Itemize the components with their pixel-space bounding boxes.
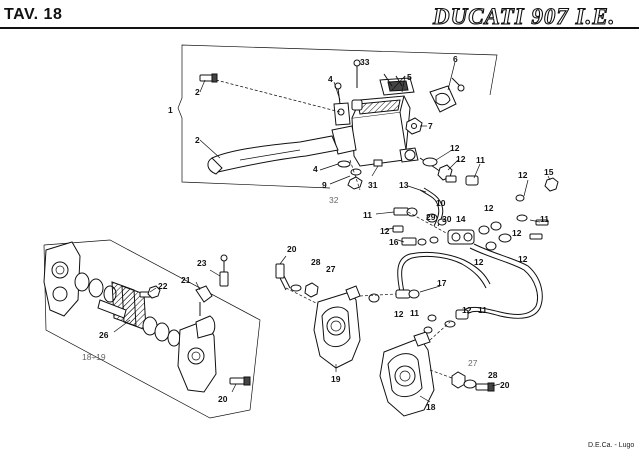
callout-11-right: 11 bbox=[540, 214, 549, 224]
callout-20-right: 20 bbox=[500, 380, 510, 390]
callout-11-top: 11 bbox=[476, 155, 485, 165]
callout-11-left: 11 bbox=[363, 210, 372, 220]
callout-5: 5 bbox=[407, 72, 412, 82]
callout-31: 31 bbox=[368, 180, 378, 190]
nut-7 bbox=[405, 117, 423, 135]
callout-21: 21 bbox=[181, 275, 191, 285]
callout-20-rear: 20 bbox=[218, 394, 228, 404]
callout-14: 14 bbox=[456, 214, 466, 224]
callout-10: 10 bbox=[436, 198, 446, 208]
callout-11-low: 11 bbox=[478, 305, 487, 315]
hose-union-block bbox=[392, 177, 559, 251]
callout-4-bottom: 4 bbox=[313, 164, 318, 174]
callout-2-lever: 2 bbox=[195, 135, 200, 145]
callout-30: 30 bbox=[442, 214, 452, 224]
callout-12-c: 12 bbox=[518, 170, 528, 180]
callout-23: 23 bbox=[197, 258, 207, 268]
brake-hoses-17 bbox=[395, 243, 543, 328]
callout-18: 18 bbox=[426, 402, 436, 412]
callout-12-a: 12 bbox=[450, 143, 460, 153]
callout-32: 32 bbox=[329, 195, 339, 205]
callout-12-e: 12 bbox=[484, 203, 494, 213]
leader-lines bbox=[113, 61, 551, 403]
callout-12-j: 12 bbox=[462, 305, 472, 315]
callout-6: 6 bbox=[453, 54, 458, 64]
callout-27-right: 27 bbox=[468, 358, 478, 368]
pivot-hardware bbox=[334, 82, 383, 191]
assembly-bracket-1 bbox=[177, 44, 498, 189]
handlebar-clamp bbox=[429, 77, 465, 113]
brake-lever bbox=[199, 73, 341, 175]
credit-footer: D.E.Ca. - Lugo bbox=[588, 442, 635, 449]
callout-12-f: 12 bbox=[512, 228, 522, 238]
callout-12-h: 12 bbox=[518, 254, 528, 264]
mounting-bolts-18 bbox=[429, 369, 495, 392]
callout-1: 1 bbox=[168, 105, 173, 115]
callout-28-right: 28 bbox=[488, 370, 498, 380]
callout-22: 22 bbox=[158, 281, 168, 291]
master-cylinder bbox=[331, 59, 419, 167]
callout-2-bolt: 2 bbox=[195, 87, 200, 97]
front-brake-hose bbox=[419, 157, 479, 227]
header-rule bbox=[0, 27, 639, 29]
callout-9: 9 bbox=[322, 180, 327, 190]
caliper-18 bbox=[379, 314, 451, 417]
callout-19: 19 bbox=[331, 374, 341, 384]
callout-29: 29 bbox=[426, 212, 436, 222]
callout-12-d: 12 bbox=[380, 226, 390, 236]
callout-26: 26 bbox=[99, 330, 109, 340]
mounting-bolts-19 bbox=[275, 263, 319, 305]
caliper-19 bbox=[313, 285, 397, 369]
plate-title: TAV. 18 bbox=[4, 6, 63, 23]
callout-12-i: 12 bbox=[394, 309, 404, 319]
callout-33: 33 bbox=[360, 57, 370, 67]
callout-4-top: 4 bbox=[328, 74, 333, 84]
callout-28-left: 28 bbox=[311, 257, 321, 267]
callout-27-left: 27 bbox=[326, 264, 336, 274]
callout-labels: 1 2 2 4 4 5 6 7 9 10 11 11 11 11 11 12 1… bbox=[82, 54, 554, 412]
callout-13: 13 bbox=[399, 180, 409, 190]
bleed-valves bbox=[195, 254, 229, 316]
callout-18-19: 18÷19 bbox=[82, 352, 106, 362]
callout-16: 16 bbox=[389, 237, 399, 247]
callout-7: 7 bbox=[428, 121, 433, 131]
callout-12-b: 12 bbox=[456, 154, 466, 164]
brand-logo: DUCATI 907 I.E. bbox=[432, 3, 616, 29]
callout-12-g: 12 bbox=[474, 257, 484, 267]
callout-15: 15 bbox=[544, 167, 554, 177]
callout-20-left: 20 bbox=[287, 244, 297, 254]
rear-caliper-exploded bbox=[43, 239, 261, 419]
callout-17: 17 bbox=[437, 278, 447, 288]
callout-11-mid: 11 bbox=[410, 308, 419, 318]
